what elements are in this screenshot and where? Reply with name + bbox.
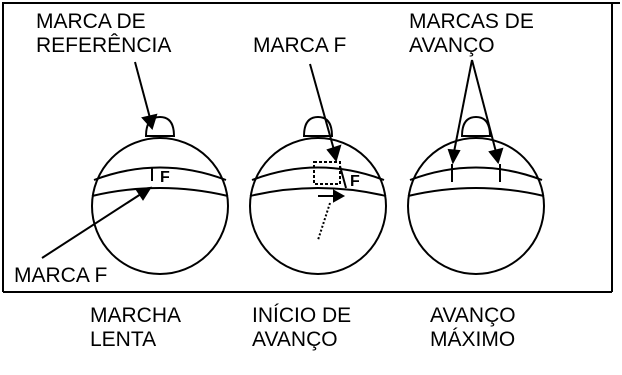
reference-mark-bump-2 bbox=[302, 115, 334, 137]
f-mark-bottom-pointer-head bbox=[135, 186, 153, 201]
pulley-advance-start: F bbox=[249, 115, 387, 275]
caption-idle-line1: MARCHA bbox=[90, 304, 181, 327]
pulley-max-advance bbox=[407, 115, 545, 275]
pulley-advance-groove-upper bbox=[251, 166, 385, 181]
advance-direction-arrow-head bbox=[333, 189, 346, 203]
pulley-advance-start-body bbox=[249, 137, 387, 275]
advance-marks-pointer-left bbox=[453, 59, 473, 153]
pulley-idle-groove-upper bbox=[93, 166, 227, 181]
pulley-max-groove-upper bbox=[409, 166, 543, 181]
pulley-max-advance-body bbox=[407, 137, 545, 275]
pulley-advance-groove-lower bbox=[249, 187, 387, 197]
advance-marks-pointer-right bbox=[471, 59, 497, 153]
f-mark-bottom-pointer bbox=[41, 191, 145, 259]
diagram-frame bbox=[2, 2, 620, 293]
advance-marks-label-line2: AVANÇO bbox=[409, 34, 495, 57]
caption-max-advance-line1: AVANÇO bbox=[430, 304, 516, 327]
reference-mark-label-line1: MARCA DE bbox=[36, 10, 146, 33]
advance-start-f-symbol: F bbox=[350, 173, 360, 190]
advance-marks-pointer-left-head bbox=[447, 148, 461, 165]
advance-start-dashed-box bbox=[313, 161, 341, 185]
pulley-idle: F bbox=[91, 115, 229, 275]
f-mark-top-pointer-head bbox=[326, 144, 342, 163]
f-mark-top-pointer bbox=[309, 63, 335, 151]
caption-advance-start-line2: AVANÇO bbox=[252, 328, 338, 351]
f-mark-bottom-label: MARCA F bbox=[14, 264, 107, 287]
caption-advance-start-line1: INÍCIO DE bbox=[252, 304, 351, 327]
reference-mark-bump-3 bbox=[460, 115, 492, 137]
caption-idle-line2: LENTA bbox=[90, 328, 156, 351]
advance-marks-label-line1: MARCAS DE bbox=[409, 10, 534, 33]
f-mark-top-label: MARCA F bbox=[253, 34, 346, 57]
advance-start-dashed-guide bbox=[317, 202, 331, 241]
pulley-idle-body bbox=[91, 137, 229, 275]
pulley-idle-groove-lower bbox=[91, 187, 229, 197]
reference-mark-pointer-head bbox=[141, 113, 158, 130]
reference-mark-pointer bbox=[134, 61, 151, 119]
caption-max-advance-line2: MÁXIMO bbox=[430, 328, 515, 351]
advance-marks-pointer-right-head bbox=[488, 147, 504, 165]
reference-mark-label-line2: REFERÊNCIA bbox=[36, 34, 171, 57]
advance-start-index-line bbox=[339, 165, 347, 189]
pulley-max-groove-lower bbox=[407, 187, 545, 197]
idle-f-symbol: F bbox=[160, 169, 170, 186]
pointers bbox=[41, 59, 504, 259]
